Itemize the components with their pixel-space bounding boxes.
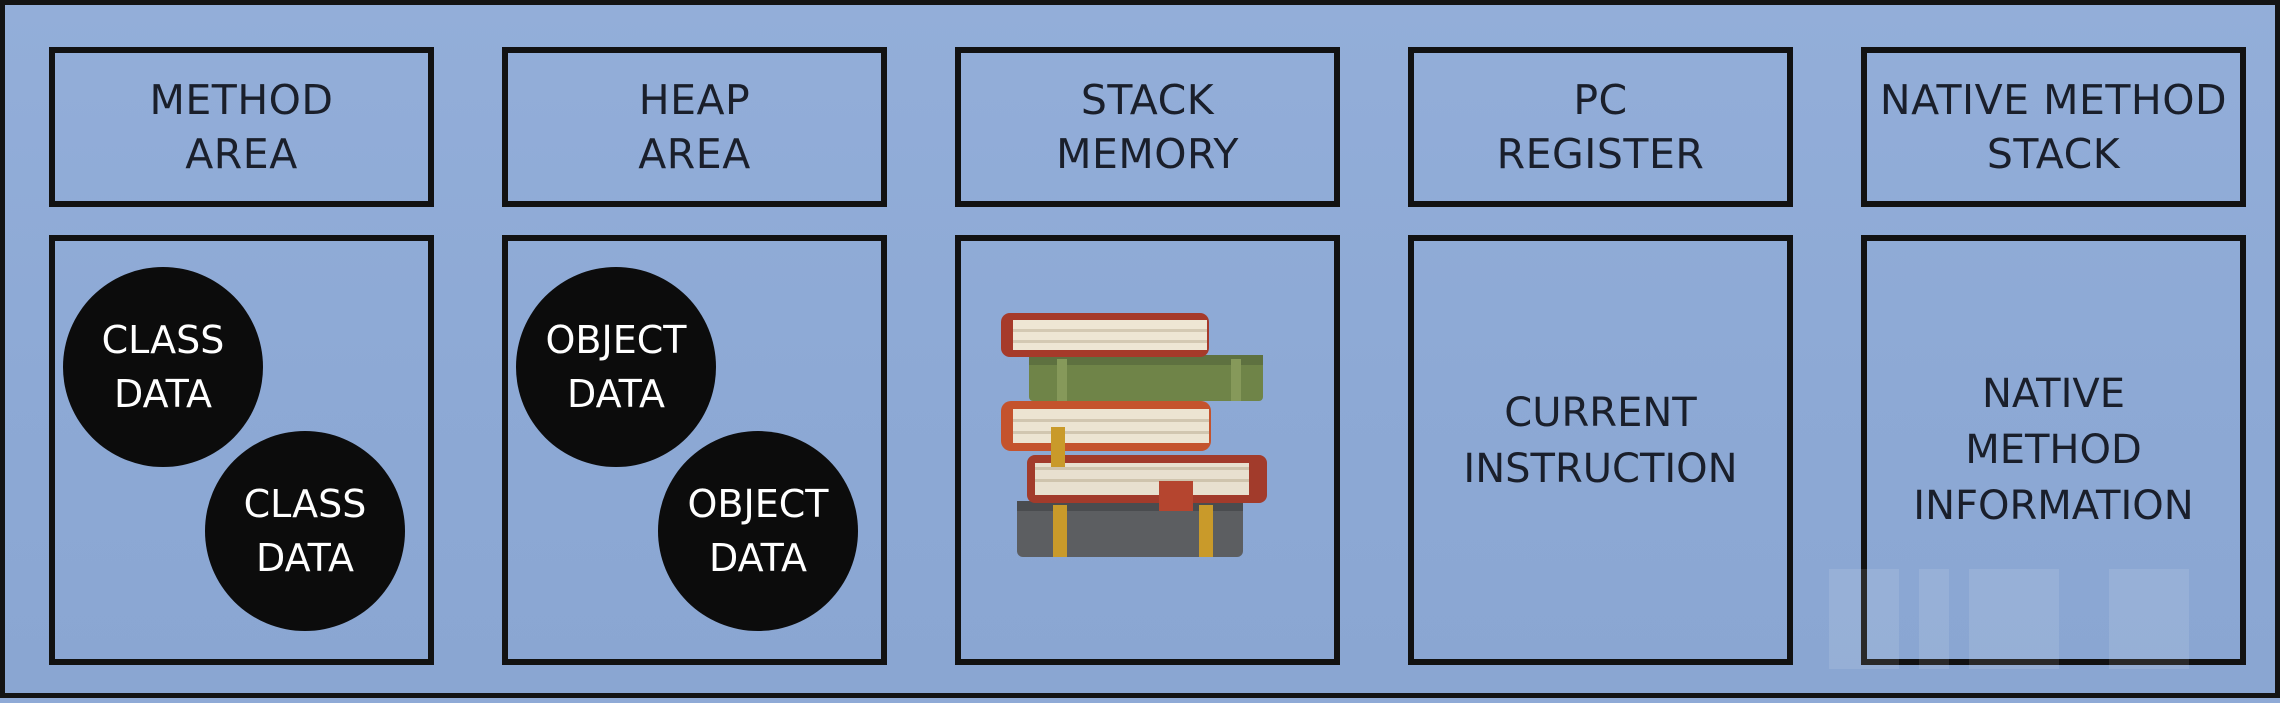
circle-line: OBJECT (687, 482, 829, 526)
header-line: REGISTER (1496, 130, 1705, 178)
native-method-stack-description: NATIVE METHOD INFORMATION (1867, 241, 2240, 659)
circle-line: CLASS (101, 318, 225, 362)
method-area-header: METHOD AREA (49, 47, 434, 207)
description-line: NATIVE (1981, 371, 2126, 417)
native-method-stack-column: NATIVE METHOD STACK NATIVE METHOD INFORM… (1861, 5, 2246, 703)
header-line: AREA (638, 130, 751, 178)
header-line: PC (1573, 76, 1628, 124)
header-line: STACK (1986, 130, 2121, 178)
description-line: CURRENT (1504, 390, 1697, 436)
heap-area-header: HEAP AREA (502, 47, 887, 207)
header-line: METHOD (149, 76, 334, 124)
stack-memory-header: STACK MEMORY (955, 47, 1340, 207)
description-line: INSTRUCTION (1463, 446, 1738, 492)
stack-memory-body (955, 235, 1340, 665)
class-data-circle: CLASS DATA (63, 267, 263, 467)
circle-line: DATA (567, 372, 665, 416)
header-line: MEMORY (1056, 130, 1239, 178)
pc-register-column: PC REGISTER CURRENT INSTRUCTION (1408, 5, 1793, 703)
method-area-body: CLASS DATA CLASS DATA (49, 235, 434, 665)
watermark-logo (1829, 569, 2189, 669)
header-line: HEAP (638, 76, 751, 124)
stack-of-books-icon (1001, 313, 1267, 557)
method-area-column: METHOD AREA CLASS DATA CLASS DATA (49, 5, 434, 703)
circle-line: DATA (256, 536, 354, 580)
native-method-stack-body: NATIVE METHOD INFORMATION (1861, 235, 2246, 665)
class-data-circle: CLASS DATA (205, 431, 405, 631)
circle-line: OBJECT (545, 318, 687, 362)
stack-memory-column: STACK MEMORY (955, 5, 1340, 703)
object-data-circle: OBJECT DATA (658, 431, 858, 631)
circle-line: CLASS (243, 482, 367, 526)
description-line: INFORMATION (1913, 483, 2194, 529)
object-data-circle: OBJECT DATA (516, 267, 716, 467)
header-line: NATIVE METHOD (1879, 76, 2228, 124)
pc-register-description: CURRENT INSTRUCTION (1414, 241, 1787, 659)
circle-line: DATA (709, 536, 807, 580)
description-line: METHOD (1965, 427, 2142, 473)
heap-area-column: HEAP AREA OBJECT DATA OBJECT DATA (502, 5, 887, 703)
header-line: STACK (1080, 76, 1215, 124)
pc-register-header: PC REGISTER (1408, 47, 1793, 207)
circle-line: DATA (114, 372, 212, 416)
pc-register-body: CURRENT INSTRUCTION (1408, 235, 1793, 665)
header-line: AREA (185, 130, 298, 178)
native-method-stack-header: NATIVE METHOD STACK (1861, 47, 2246, 207)
heap-area-body: OBJECT DATA OBJECT DATA (502, 235, 887, 665)
